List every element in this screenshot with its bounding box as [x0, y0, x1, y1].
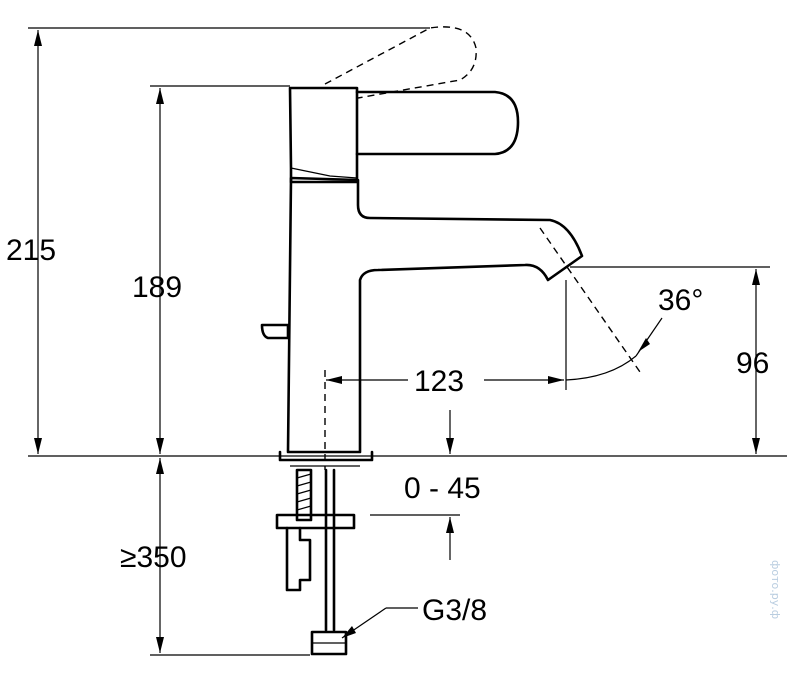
faucet-body [260, 86, 584, 467]
angle-label-36: 36° [658, 284, 703, 317]
extension-lines [28, 27, 787, 656]
thread-leader [341, 607, 418, 639]
watermark-text: фото.ру.ф [769, 560, 782, 619]
dimension-215 [34, 30, 42, 454]
dimension-label-96: 96 [736, 347, 769, 380]
dimension-label-123: 123 [414, 365, 464, 398]
dimension-label-350: ≥350 [120, 541, 187, 574]
dimension-label-215: 215 [6, 234, 56, 267]
dimension-350 [156, 458, 164, 653]
thread-label: G3/8 [422, 594, 487, 627]
dimension-123 [326, 376, 564, 384]
dimension-label-189: 189 [132, 271, 182, 304]
spray-axis [539, 227, 641, 373]
dimension-96 [752, 269, 760, 454]
lever-alt-position [324, 26, 477, 99]
dimension-0-45 [446, 410, 454, 560]
dimension-189 [156, 88, 164, 454]
dimension-label-0-45: 0 - 45 [404, 472, 481, 505]
mounting-hardware [275, 468, 356, 656]
angle-36 [565, 317, 663, 381]
